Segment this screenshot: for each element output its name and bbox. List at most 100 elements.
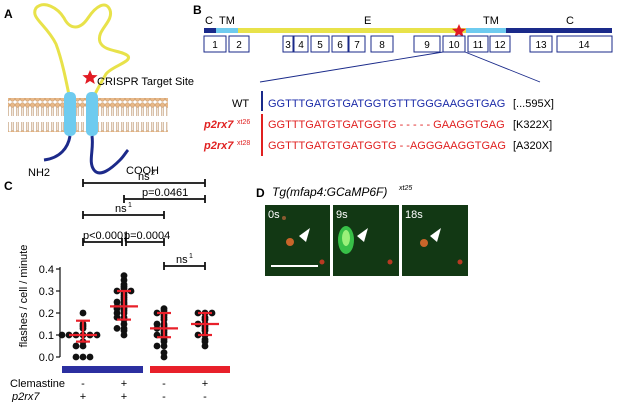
y-tick-label: 0.2 bbox=[39, 308, 54, 320]
control-bar bbox=[62, 366, 143, 373]
svg-text:11: 11 bbox=[473, 40, 484, 51]
seq-note-xt26: [K322X] bbox=[513, 119, 552, 131]
data-point bbox=[86, 353, 94, 361]
svg-text:5: 5 bbox=[317, 40, 323, 51]
tm-helix-1 bbox=[64, 92, 76, 136]
exon-box: 3 bbox=[282, 35, 294, 53]
scatter-chart: 0.0 0.1 0.2 0.3 0.4 bbox=[39, 264, 219, 364]
svg-text:+: + bbox=[121, 391, 127, 402]
panel-d-title: Tg(mfap4:GCaMP6F) bbox=[272, 185, 387, 199]
data-point bbox=[160, 349, 168, 356]
c-terminus bbox=[89, 135, 130, 175]
exon-box: 4 bbox=[293, 35, 309, 53]
y-tick-label: 0.1 bbox=[39, 330, 54, 342]
exon-box: 10 bbox=[442, 35, 466, 53]
arrowhead-icon bbox=[357, 228, 368, 242]
data-point bbox=[72, 342, 80, 350]
svg-text:2: 2 bbox=[151, 170, 155, 177]
svg-text:1: 1 bbox=[212, 40, 218, 51]
data-point bbox=[79, 353, 87, 361]
bracket-p0004: p=0.0004 bbox=[124, 230, 170, 246]
bracket-ns1-top: ns 1 bbox=[82, 202, 165, 219]
data-point bbox=[113, 325, 121, 332]
nh2-label: NH2 bbox=[28, 167, 50, 179]
exon-box: 11 bbox=[467, 35, 489, 53]
zoom-line-left bbox=[259, 51, 444, 83]
svg-text:-: - bbox=[162, 378, 166, 390]
data-point bbox=[79, 309, 87, 317]
domain-label: TM bbox=[483, 15, 499, 27]
svg-text:ns: ns bbox=[115, 203, 127, 215]
y-axis-label: flashes / cell / minute bbox=[18, 245, 30, 348]
bracket-ns1-right: ns 1 bbox=[163, 253, 206, 270]
seq-sup-xt28: xt28 bbox=[237, 140, 250, 147]
tm-helix-2 bbox=[86, 92, 98, 136]
y-tick-label: 0.4 bbox=[39, 264, 54, 276]
exon-box: 5 bbox=[310, 35, 330, 53]
data-point bbox=[153, 320, 161, 328]
data-point bbox=[120, 272, 128, 279]
svg-text:ns: ns bbox=[138, 171, 150, 183]
domain-label: C bbox=[205, 15, 213, 27]
exon-box: 7 bbox=[348, 35, 366, 53]
data-point bbox=[153, 342, 161, 350]
svg-text:-: - bbox=[203, 391, 207, 402]
svg-text:2: 2 bbox=[236, 40, 242, 51]
seq-label-xt28: p2rx7 bbox=[203, 140, 234, 152]
exon-box: 13 bbox=[529, 35, 553, 53]
crispr-label: CRISPR Target Site bbox=[97, 76, 194, 88]
extracellular-loop bbox=[33, 3, 130, 101]
exon-box: 12 bbox=[489, 35, 511, 53]
seq-note-xt28: [A320X] bbox=[513, 140, 552, 152]
y-tick-label: 0.3 bbox=[39, 286, 54, 298]
crispr-star-icon bbox=[82, 70, 98, 84]
svg-text:9s: 9s bbox=[336, 209, 348, 221]
y-tick-label: 0.0 bbox=[39, 352, 54, 364]
n-terminus bbox=[43, 135, 72, 162]
row-label-clemastine: Clemastine bbox=[10, 378, 65, 390]
svg-text:7: 7 bbox=[354, 40, 360, 51]
sequence-alignment: WT GGTTTGATGTGATGGTGTTTGGGAAGGTGAG [...5… bbox=[203, 98, 554, 152]
svg-text:+: + bbox=[121, 378, 127, 390]
svg-text:9: 9 bbox=[424, 40, 430, 51]
exon-box: 8 bbox=[370, 35, 394, 53]
svg-text:14: 14 bbox=[578, 40, 590, 51]
panel-a-letter: A bbox=[4, 7, 13, 21]
svg-text:12: 12 bbox=[494, 40, 506, 51]
data-point bbox=[72, 353, 80, 361]
svg-text:-: - bbox=[81, 378, 85, 390]
data-point bbox=[160, 305, 168, 312]
significance-brackets: ns 2 p=0.0461 ns 1 p<0.0001 p=0.0004 bbox=[82, 170, 206, 270]
mutant-bar-red bbox=[150, 366, 230, 373]
svg-text:1: 1 bbox=[189, 253, 193, 260]
bracket-ns2: ns 2 bbox=[82, 170, 206, 187]
data-point bbox=[58, 331, 66, 339]
svg-text:10: 10 bbox=[448, 40, 460, 51]
svg-text:6: 6 bbox=[337, 40, 343, 51]
domain-bar bbox=[204, 28, 612, 33]
bracket-p0461: p=0.0461 bbox=[123, 187, 206, 203]
svg-text:1: 1 bbox=[128, 202, 132, 209]
frame-9s: 9s bbox=[333, 205, 399, 276]
svg-text:13: 13 bbox=[535, 40, 547, 51]
row-label-p2rx7: p2rx7 bbox=[11, 391, 40, 402]
frame-0s: 0s bbox=[265, 205, 330, 276]
svg-text:ns: ns bbox=[176, 254, 188, 266]
seq-note-wt: [...595X] bbox=[513, 98, 554, 110]
bracket-p0001: p<0.0001 bbox=[82, 230, 129, 246]
svg-text:p<0.0001: p<0.0001 bbox=[83, 230, 129, 242]
exon-box: 2 bbox=[228, 35, 250, 53]
svg-text:0s: 0s bbox=[268, 209, 280, 221]
seq-xt28: GGTTTGATGTGATGGTG - -AGGGAAGGTGAG bbox=[268, 140, 506, 152]
seq-xt26: GGTTTGATGTGATGGTG - - - - - GAAGGTGAG bbox=[268, 119, 505, 131]
panel-d-title-sup: xt25 bbox=[398, 185, 412, 192]
seq-wt: GGTTTGATGTGATGGTGTTTGGGAAGGTGAG bbox=[268, 98, 505, 110]
seq-sup-xt26: xt26 bbox=[237, 119, 250, 126]
exon-box: 9 bbox=[413, 35, 441, 53]
cooh-label: COOH bbox=[126, 165, 159, 177]
data-point bbox=[113, 298, 121, 306]
svg-text:+: + bbox=[80, 391, 86, 402]
panel-d-letter: D bbox=[256, 186, 265, 200]
arrowhead-icon bbox=[299, 228, 310, 242]
treatment-bars bbox=[62, 366, 230, 373]
